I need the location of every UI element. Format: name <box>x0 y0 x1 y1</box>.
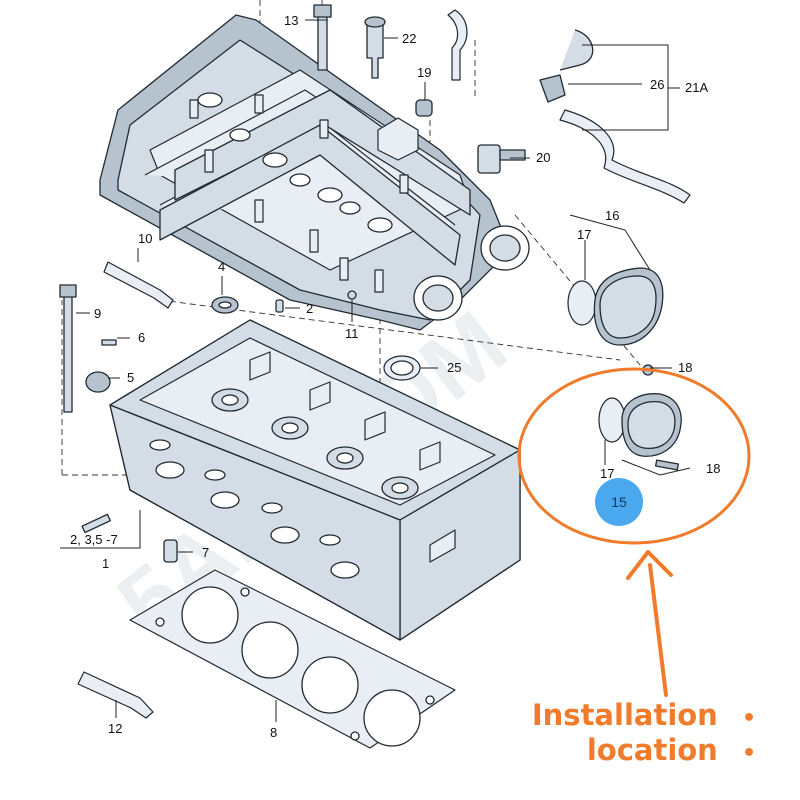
part-label-25: 25 <box>447 360 461 375</box>
part-label-6: 6 <box>138 330 145 345</box>
callout-arrow-icon <box>626 550 673 697</box>
part-label-8: 8 <box>270 725 277 740</box>
part-label-19: 19 <box>417 65 431 80</box>
part-label-26: 26 <box>650 77 664 92</box>
part-label-2: 2 <box>306 301 313 316</box>
part-label-7: 7 <box>202 545 209 560</box>
part-label-17-lower: 17 <box>600 466 614 481</box>
small-parts <box>59 4 691 719</box>
part-label-22: 22 <box>402 31 416 46</box>
callout-text-installation: Installation <box>531 698 718 732</box>
camshaft-housing <box>99 14 530 331</box>
part-label-18-upper: 18 <box>678 360 692 375</box>
leader-lines <box>60 19 691 722</box>
installation-highlight-circle <box>517 367 751 545</box>
part-label-18-lower: 18 <box>706 461 720 476</box>
part-label-13: 13 <box>284 13 298 28</box>
part-label-17-upper: 17 <box>577 227 591 242</box>
part-label-1: 1 <box>102 556 109 571</box>
vacuum-pump-cover-lower <box>598 393 682 471</box>
callout-line-1: Installation • <box>532 698 756 736</box>
part-label-9: 9 <box>94 306 101 321</box>
callout-bullet-1: • <box>741 706 756 731</box>
part-label-11: 11 <box>345 326 359 341</box>
part-label-16: 16 <box>605 208 619 223</box>
vacuum-pump-cover-upper <box>567 267 664 376</box>
callout-line-2: location • <box>587 733 756 771</box>
cylinder-head <box>109 319 521 641</box>
location-marker-dot <box>595 478 643 526</box>
head-gasket <box>129 569 456 749</box>
part-label-5: 5 <box>127 370 134 385</box>
callout-bullet-2: • <box>741 741 756 766</box>
part-label-4: 4 <box>218 259 225 274</box>
part-labels: 13 22 19 26 21A 20 16 17 10 4 9 2 6 11 5… <box>70 13 720 740</box>
part-label-21a: 21A <box>685 80 708 95</box>
callout-text-location: location <box>586 733 718 767</box>
part-label-12: 12 <box>108 721 122 736</box>
part-label-15: 15 <box>611 494 627 510</box>
part-label-20: 20 <box>536 150 550 165</box>
part-label-2-3-5-7: 2, 3,5 -7 <box>70 532 118 547</box>
part-label-10: 10 <box>138 231 152 246</box>
